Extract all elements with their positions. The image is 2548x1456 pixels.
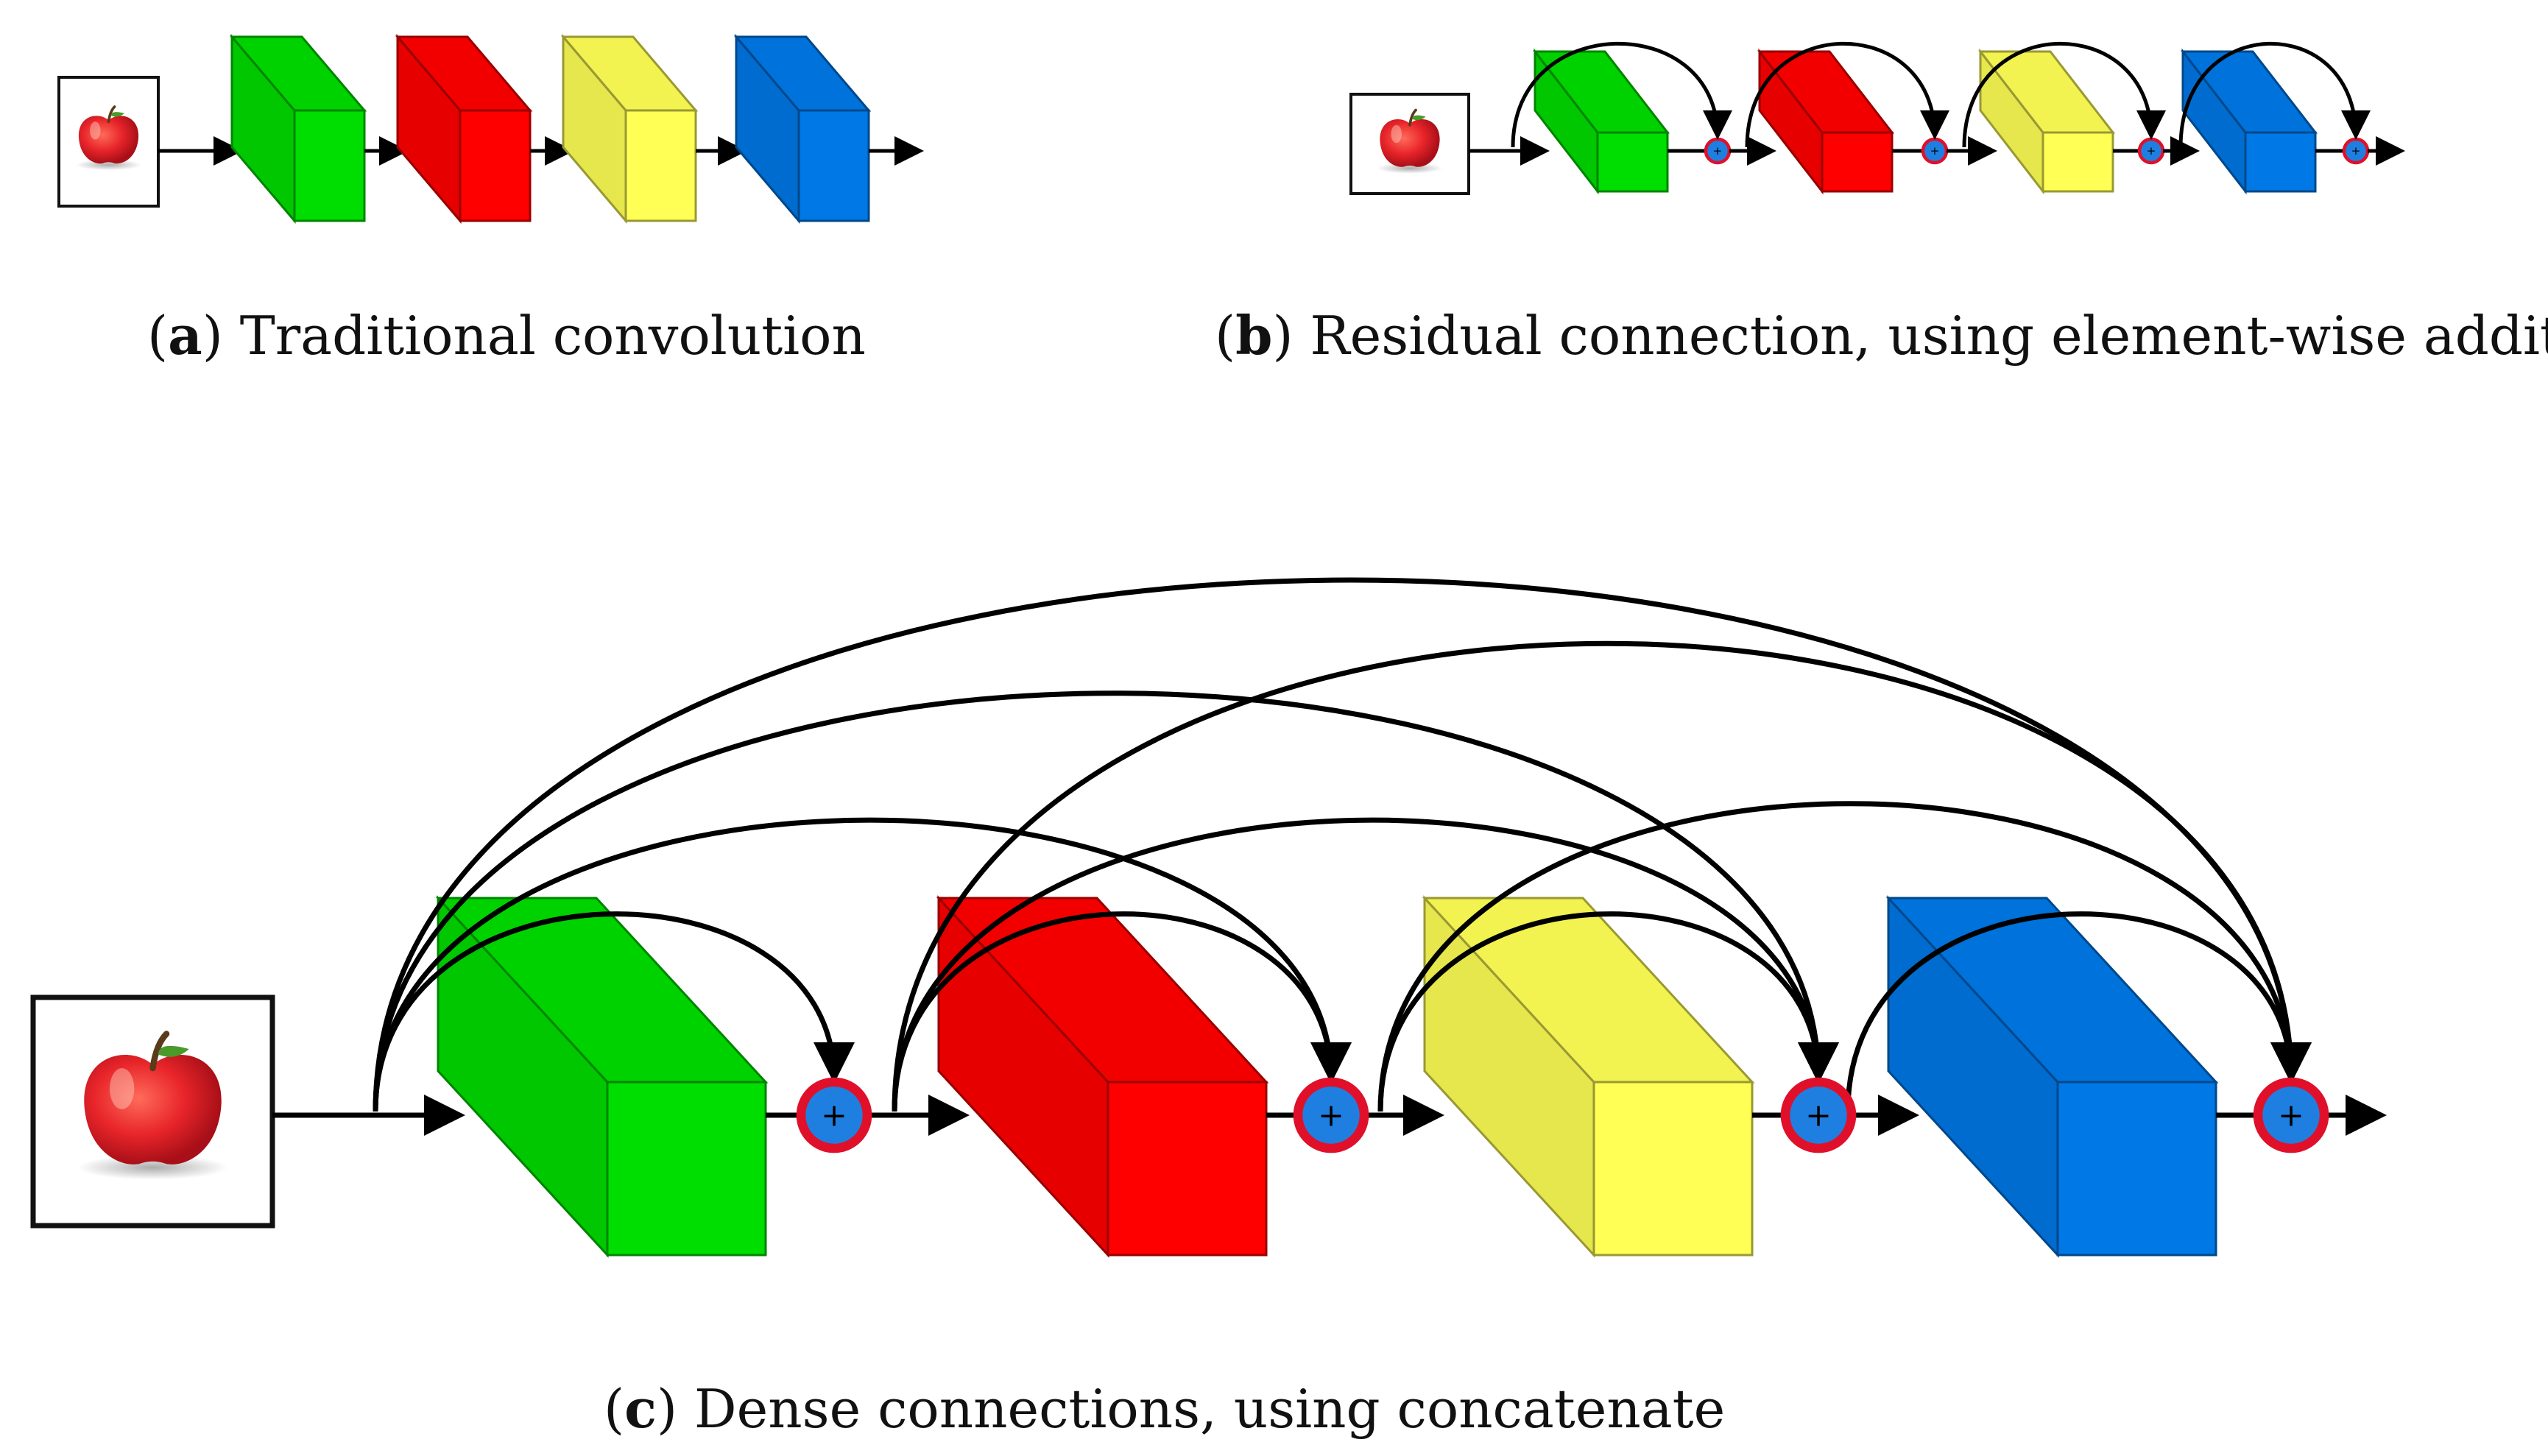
panel-c-block-red [936, 895, 1269, 1258]
panel-a-input-image-apple-icon-shadow [75, 159, 142, 171]
panel-b-input-image-apple-icon-shadow [1377, 163, 1443, 174]
panel-b-add-node-2-symbol: + [1930, 144, 1940, 158]
caption-c: (c) Dense connections, using concatenate [604, 1377, 1726, 1440]
panel-c-input-image-apple-icon-body [84, 1054, 222, 1165]
panel-a-block-red-front [459, 109, 532, 222]
panel-b-add-node-1: + [1704, 137, 1732, 165]
panel-c-block-red-front [1107, 1081, 1268, 1257]
panel-c-input-image-apple-icon [77, 1031, 228, 1180]
panel-c-block-green [435, 895, 769, 1258]
panel-b-block-green [1532, 48, 1670, 195]
panel-b-add-node-3-symbol: + [2147, 144, 2156, 158]
panel-b-skip-arc-4 [2178, 41, 2371, 148]
panel-a-block-blue [733, 33, 872, 225]
panel-b-block-green-front [1596, 131, 1669, 193]
panel-c-concat-node-3-symbol: + [1805, 1097, 1832, 1134]
panel-a-input-image-apple-icon [75, 105, 142, 171]
panel-b-add-node-4-symbol: + [2351, 144, 2361, 158]
caption-a-text: Traditional convolution [222, 305, 866, 367]
panel-c-input-image-apple-icon-stem [149, 1031, 170, 1072]
panel-a-block-yellow [560, 33, 699, 225]
panel-c-dense-arc-2-to-4 [892, 640, 2312, 1112]
panel-b-block-red [1757, 48, 1895, 195]
panel-c-block-green-front [606, 1081, 767, 1257]
panel-a-block-green-front [293, 109, 366, 222]
panel-b-block-red-front [1821, 131, 1894, 193]
caption-a: (a) Traditional convolution [147, 304, 866, 367]
caption-c-letter: c [624, 1377, 657, 1440]
panel-b-block-blue [2180, 48, 2318, 195]
panel-c-concat-node-1-circle [796, 1077, 872, 1153]
panel-c-dense-arc-1-to-2 [373, 817, 1352, 1112]
panel-a-input-image-apple-icon-stem [107, 105, 116, 124]
caption-a-letter: a [168, 304, 202, 367]
panel-b-input-image-apple-icon [1377, 108, 1443, 174]
panel-b-block-yellow [1977, 48, 2116, 195]
panel-c-dense-arc-1-to-1 [373, 911, 855, 1112]
panel-c-concat-node-4: + [2253, 1077, 2329, 1153]
panel-b-input-image-apple-icon-stem [1408, 108, 1417, 127]
panel-c-input-image-apple-icon-leaf [158, 1045, 189, 1057]
panel-c-dense-arc-3-to-4 [1377, 801, 2312, 1112]
panel-c-dense-arc-1-to-3 [373, 690, 1839, 1112]
caption-b-text: Residual connection, using element-wise … [1293, 305, 2548, 367]
panel-c-dense-arc-2-to-2 [892, 911, 1352, 1112]
panel-c-concat-node-2: + [1293, 1077, 1369, 1153]
panel-c-concat-node-2-circle [1293, 1077, 1369, 1153]
panel-a-input-image-apple-icon-body [78, 116, 139, 164]
panel-c-concat-node-3: + [1780, 1077, 1857, 1153]
caption-b-letter: b [1235, 304, 1273, 367]
panel-a-block-yellow-front [624, 109, 697, 222]
panel-c-block-yellow [1422, 895, 1755, 1258]
panel-c-block-blue [1885, 895, 2219, 1258]
panel-b-input-image-apple-icon-body [1380, 119, 1440, 167]
panel-b-add-node-1-symbol: + [1713, 144, 1723, 158]
panel-c-dense-arc-4-to-4 [1845, 911, 2312, 1112]
panel-c-concat-node-3-circle [1780, 1077, 1857, 1153]
panel-b-add-node-2: + [1921, 137, 1949, 165]
panel-c-input-image-apple-icon-highlight [109, 1068, 135, 1109]
panel-a-block-green [229, 33, 367, 225]
panel-c-concat-node-2-symbol: + [1318, 1097, 1344, 1134]
panel-b-add-node-3: + [2137, 137, 2165, 165]
panel-c-concat-node-1-symbol: + [821, 1097, 847, 1134]
panel-b-input-image-apple-icon-leaf [1412, 115, 1426, 121]
panel-c-block-yellow-front [1592, 1081, 1754, 1257]
panel-c-dense-arc-3-to-3 [1377, 911, 1839, 1112]
panel-a-input-image-apple-icon-highlight [89, 121, 101, 140]
panel-b-block-yellow-front [2041, 131, 2114, 193]
caption-b: (b) Residual connection, using element-w… [1215, 309, 2548, 363]
panel-c-concat-node-1: + [796, 1077, 872, 1153]
panel-a-block-blue-front [797, 109, 870, 222]
panel-c-block-blue-front [2056, 1081, 2217, 1257]
panel-b-skip-arc-1 [1511, 41, 1732, 148]
panel-b-add-node-4: + [2342, 137, 2370, 165]
panel-c-dense-arc-2-to-3 [892, 817, 1839, 1112]
panel-c-input-image-apple-icon-shadow [77, 1155, 228, 1180]
panel-b-block-blue-front [2244, 131, 2317, 193]
panel-b-input-image-apple-icon-highlight [1391, 124, 1402, 144]
caption-c-text: Dense connections, using concatenate [677, 1378, 1726, 1440]
panel-a-block-red [395, 33, 533, 225]
panel-c-concat-node-4-symbol: + [2278, 1097, 2304, 1134]
panel-b-skip-arc-3 [1962, 41, 2166, 148]
panel-b-skip-arc-2 [1745, 41, 1949, 148]
panel-a-input-image-apple-icon-leaf [110, 112, 124, 117]
panel-c-concat-node-4-circle [2253, 1077, 2329, 1153]
